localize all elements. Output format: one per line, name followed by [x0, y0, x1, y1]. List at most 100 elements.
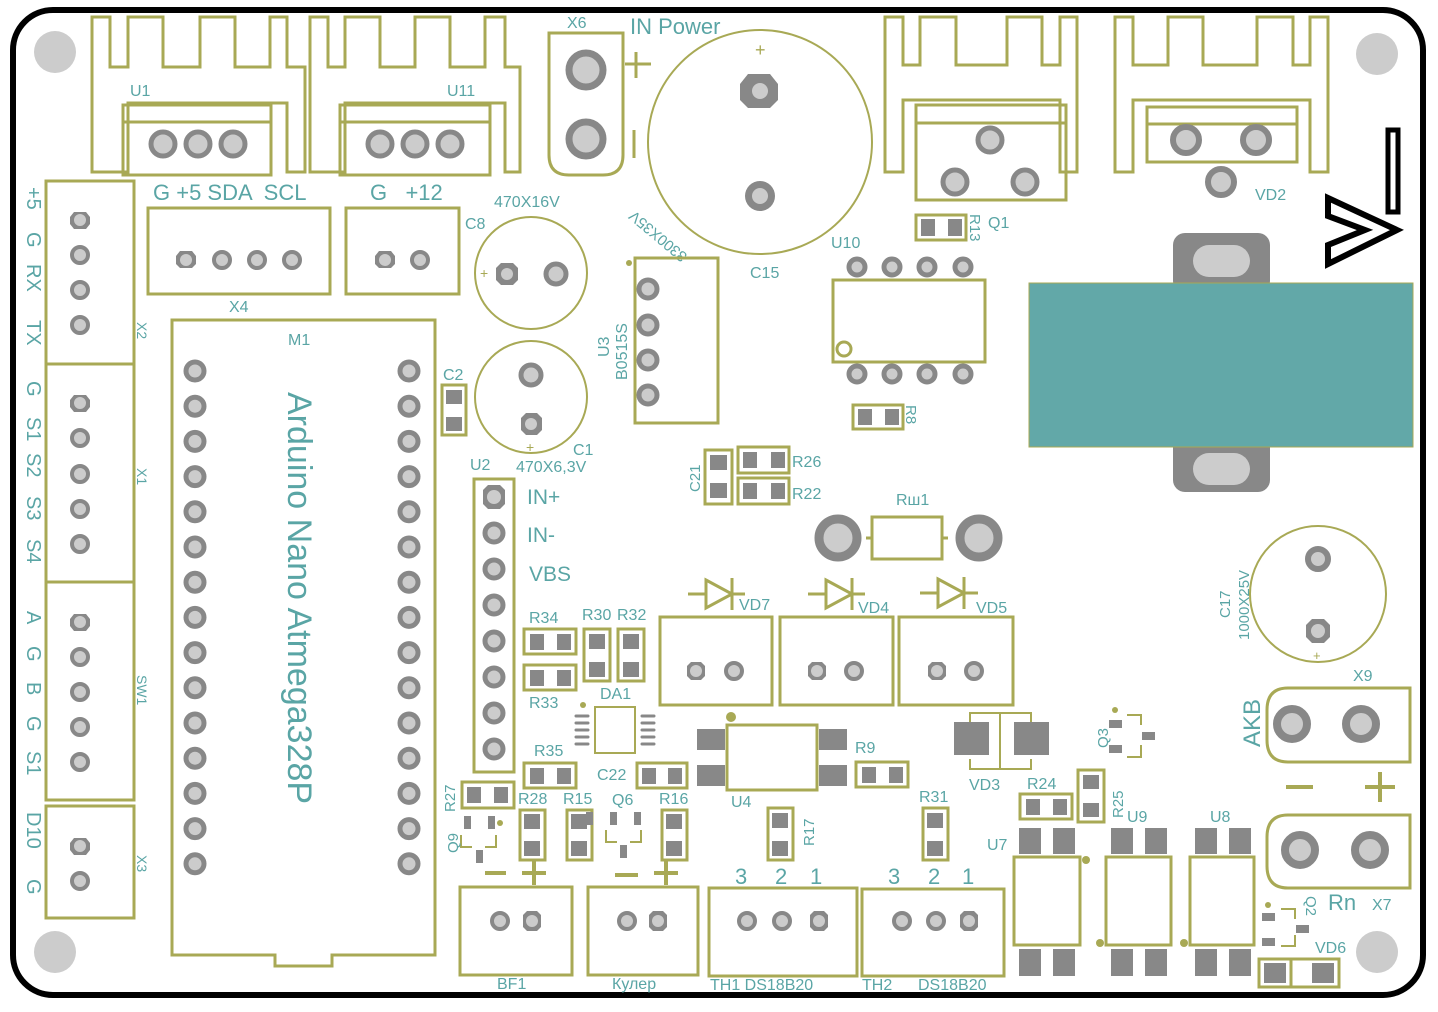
c17-value: 1000X25V [1236, 570, 1253, 640]
mounting-hole [34, 31, 76, 73]
arduino-pin [397, 359, 421, 383]
u2-pin-0: IN+ [527, 486, 560, 509]
u3-body [633, 256, 720, 425]
c15-label: C15 [750, 265, 779, 282]
r9-label: R9 [855, 740, 876, 757]
vd4-diode [778, 577, 895, 707]
arduino-pin [397, 676, 421, 700]
r15-label: R15 [563, 791, 592, 808]
sw1-pads [70, 614, 90, 772]
sw1-pin-0: A [22, 611, 44, 625]
c8-capacitor [474, 216, 588, 330]
x1-pin-0: G [22, 381, 44, 397]
u2-label: U2 [470, 457, 491, 474]
u11-body [338, 103, 492, 177]
cooler-connector [586, 885, 700, 977]
da1-label: DA1 [600, 686, 631, 703]
chevron-equals-logo-icon [1325, 127, 1404, 269]
x4-pins-label: G +5 SDA SCL [153, 180, 306, 205]
u10-label: U10 [831, 235, 860, 252]
r33-label: R33 [529, 695, 558, 712]
r30-label: R30 [582, 607, 611, 624]
u2-pin [482, 701, 506, 725]
svg-text:+: + [1313, 648, 1321, 663]
power12-connector [344, 206, 461, 296]
arduino-pin [397, 605, 421, 629]
x4-label: X4 [229, 299, 249, 316]
q6-transistor [586, 812, 642, 858]
u2-module [472, 477, 516, 774]
arduino-pin [397, 817, 421, 841]
vd2-body [1145, 105, 1299, 164]
r26-label: R26 [792, 454, 821, 471]
vd3-label: VD3 [969, 777, 1000, 794]
heatsink-u11 [308, 15, 522, 174]
x2-pin-3: TX [22, 320, 44, 346]
svg-text:+: + [526, 439, 534, 455]
vd4-label: VD4 [858, 600, 889, 617]
vd5-diode [897, 576, 1015, 707]
mounting-hole [34, 931, 76, 973]
x2-label: X2 [134, 322, 150, 339]
x3-pin-0: D10 [22, 812, 44, 849]
svg-text:+: + [480, 265, 488, 281]
x1-label: X1 [134, 468, 150, 485]
q6-label: Q6 [612, 792, 633, 809]
u9-chip [1096, 828, 1173, 976]
da1-chip [594, 706, 636, 754]
x1-pin-1: S1 [22, 417, 44, 441]
arduino-pin [183, 535, 207, 559]
vd6-label: VD6 [1315, 940, 1346, 957]
display-module [1028, 282, 1414, 448]
q9-label: Q9 [445, 833, 462, 853]
th2-sensor-label: DS18B20 [918, 977, 987, 994]
arduino-pin [397, 465, 421, 489]
arduino-pin [183, 711, 207, 735]
u1-body [121, 103, 273, 177]
r16-label: R16 [659, 791, 688, 808]
q1-body [914, 103, 1068, 202]
arduino-pin [397, 711, 421, 735]
x4-pads [176, 250, 302, 270]
u3-label: U3 [596, 336, 613, 357]
th1-connector [707, 886, 859, 978]
u10-body [831, 278, 987, 364]
u2-pin [482, 557, 506, 581]
u2-pin-1: IN- [527, 524, 555, 547]
cooler-label: Кулер [612, 976, 656, 993]
akb-label: AKB [1239, 699, 1266, 747]
x7-label: X7 [1372, 897, 1392, 914]
u9-label: U9 [1127, 809, 1148, 826]
u1-label: U1 [130, 83, 151, 100]
arduino-pin [183, 746, 207, 770]
cooler-polarity [615, 861, 678, 885]
power12-pins-label: G +12 [370, 180, 443, 205]
u2-pins [482, 485, 506, 761]
arduino-pin [397, 429, 421, 453]
x6-label: X6 [567, 15, 587, 32]
c22-label: C22 [597, 767, 626, 784]
c1-value: 470X6,3V [516, 459, 587, 476]
sw1-pin-4: S1 [22, 751, 44, 775]
mounting-hole [1356, 931, 1398, 973]
x1-pin-2: S2 [22, 453, 44, 477]
mounting-hole [1356, 33, 1398, 75]
sw1-connector [44, 580, 136, 802]
arduino-pin [183, 394, 207, 418]
arduino-pin [397, 746, 421, 770]
sw1-pin-1: G [22, 646, 44, 662]
arduino-pin [183, 676, 207, 700]
th2-label: TH2 [862, 977, 892, 994]
bf1-label: BF1 [497, 976, 526, 993]
sw1-pin-3: G [22, 716, 44, 732]
in-power-label: IN Power [630, 14, 720, 39]
arduino-pin [397, 641, 421, 665]
arduino-pin [183, 429, 207, 453]
th2-pin-1: 1 [962, 864, 974, 889]
arduino-pin [183, 359, 207, 383]
u2-pin [482, 629, 506, 653]
r17-label: R17 [801, 818, 818, 846]
arduino-pin [397, 535, 421, 559]
q1-label: Q1 [988, 215, 1009, 232]
